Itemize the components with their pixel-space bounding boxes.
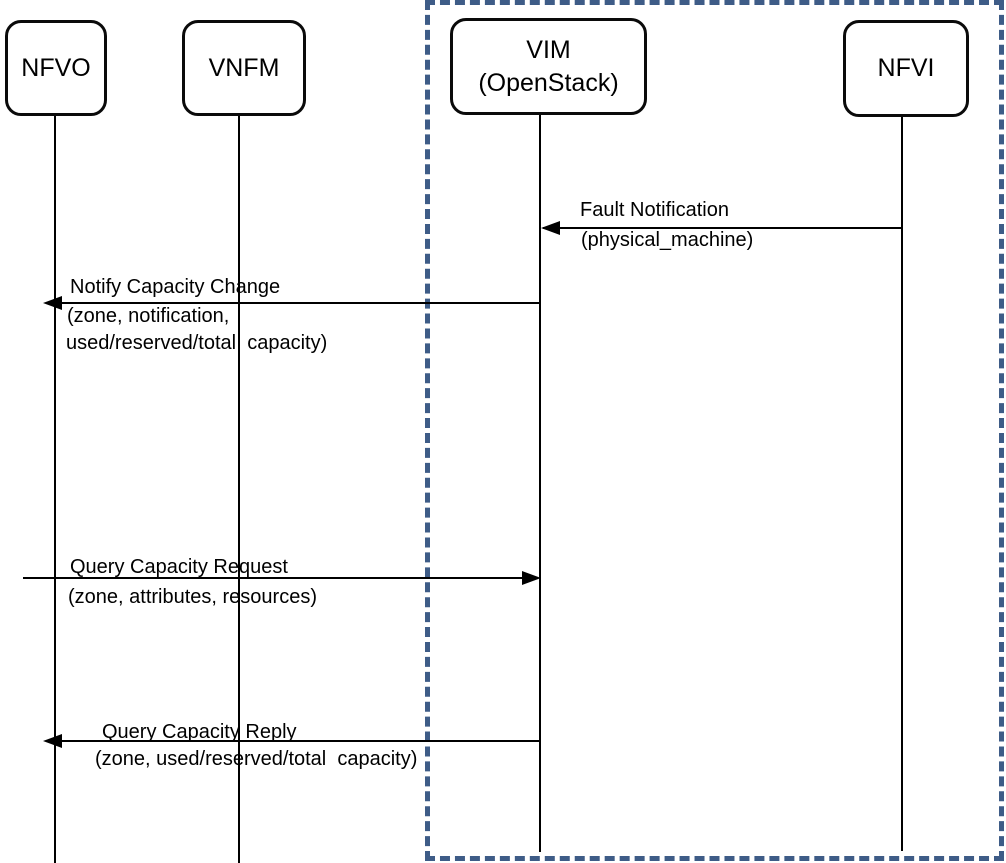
query-capacity-reply-arrow-line (60, 740, 541, 742)
actor-nfvi: NFVI (843, 20, 969, 117)
vnfm-lifeline (238, 116, 240, 863)
actor-vnfm: VNFM (182, 20, 306, 116)
query-capacity-reply-label-line1: Query Capacity Reply (102, 721, 297, 743)
fault-notification-arrowhead-icon (541, 221, 560, 235)
nfvi-lifeline (901, 117, 903, 851)
actor-vim: VIM (OpenStack) (450, 18, 647, 115)
notify-capacity-change-label-line2: (zone, notification, (67, 305, 230, 327)
vim-nfvi-scope-boundary (425, 0, 1004, 861)
actor-nfvi-label: NFVI (877, 54, 935, 82)
notify-capacity-change-label-line3: used/reserved/total capacity) (66, 332, 328, 354)
notify-capacity-change-arrowhead-icon (43, 296, 62, 310)
notify-capacity-change-label-line1: Notify Capacity Change (70, 276, 281, 298)
fault-notification-label-line1: Fault Notification (580, 199, 729, 221)
notify-capacity-change-arrow-line (60, 302, 541, 304)
fault-notification-arrow-line (543, 227, 902, 229)
query-capacity-request-label-line2: (zone, attributes, resources) (68, 586, 317, 608)
query-capacity-request-label-line1: Query Capacity Request (70, 556, 288, 578)
actor-vim-label: VIM (526, 35, 571, 64)
actor-vnfm-label: VNFM (208, 53, 280, 82)
fault-notification-label-line2: (physical_machine) (581, 229, 754, 251)
query-capacity-reply-label-line2: (zone, used/reserved/total capacity) (95, 748, 418, 770)
query-capacity-reply-arrowhead-icon (43, 734, 62, 748)
query-capacity-request-arrowhead-icon (522, 571, 541, 585)
actor-nfvo: NFVO (5, 20, 107, 116)
nfvo-lifeline (54, 116, 56, 863)
vim-lifeline (539, 115, 541, 852)
actor-nfvo-label: NFVO (21, 53, 91, 82)
query-capacity-request-arrow-line (23, 577, 523, 579)
actor-vim-sublabel: (OpenStack) (478, 68, 619, 97)
